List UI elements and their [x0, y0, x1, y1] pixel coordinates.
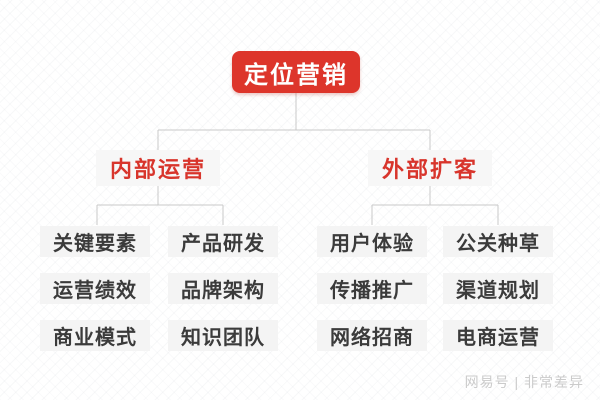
mindmap-node: 商业模式	[40, 320, 150, 351]
mindmap-node: 电商运营	[443, 320, 553, 351]
mindmap-node: 渠道规划	[443, 273, 553, 304]
branch-header-label: 外部扩客	[381, 157, 479, 182]
mindmap-node: 网络招商	[317, 320, 427, 351]
branch-header-external: 外部扩客	[367, 150, 493, 186]
mindmap-node: 产品研发	[168, 226, 278, 257]
watermark: 网易号 | 非常差异	[464, 374, 584, 390]
root-node-label: 定位营销	[244, 61, 348, 89]
mindmap-node: 传播推广	[317, 273, 427, 304]
branch-header-label: 内部运营	[109, 157, 207, 182]
mindmap-node: 运营绩效	[40, 273, 150, 304]
mindmap-node: 关键要素	[40, 226, 150, 257]
mindmap-node: 公关种草	[443, 226, 553, 257]
branch-header-internal: 内部运营	[95, 150, 221, 186]
mindmap-node: 品牌架构	[168, 273, 278, 304]
mindmap-node: 知识团队	[168, 320, 278, 351]
mindmap-node: 用户体验	[317, 226, 427, 257]
root-node: 定位营销	[232, 51, 360, 93]
